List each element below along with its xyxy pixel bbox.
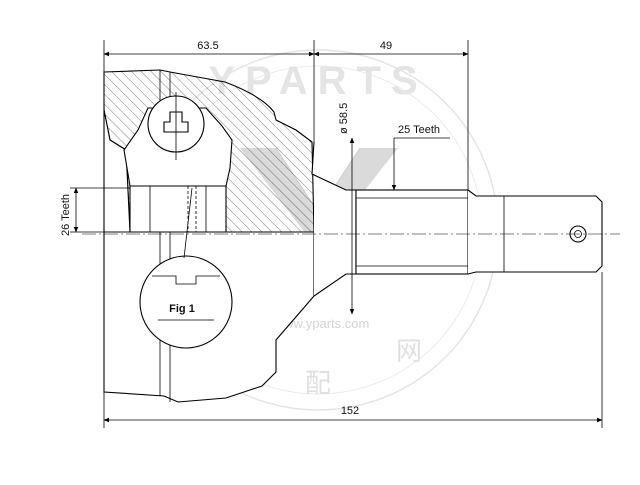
watermark-url: www.yparts.com: [274, 316, 370, 331]
label-26-teeth: 26 Teeth: [60, 194, 72, 236]
cv-joint-body: [103, 69, 603, 403]
label-25-teeth: 25 Teeth: [398, 124, 440, 136]
watermark-char-3: 网: [396, 336, 422, 366]
fig1-detail-circle: [139, 255, 233, 349]
dimensions: 63.5 49 ø 58.5 25 Teeth 26 Teeth Fig 1 1…: [60, 40, 603, 428]
outer-spline-shaft: [355, 189, 469, 275]
label-fig-1: Fig 1: [169, 303, 195, 315]
dim-63-5: 63.5: [197, 40, 218, 52]
dim-diameter: ø 58.5: [338, 103, 350, 134]
dim-152: 152: [341, 405, 359, 417]
inner-race-spline: [129, 185, 227, 233]
watermark-char-2: 配: [305, 368, 331, 398]
dim-49: 49: [380, 40, 392, 52]
